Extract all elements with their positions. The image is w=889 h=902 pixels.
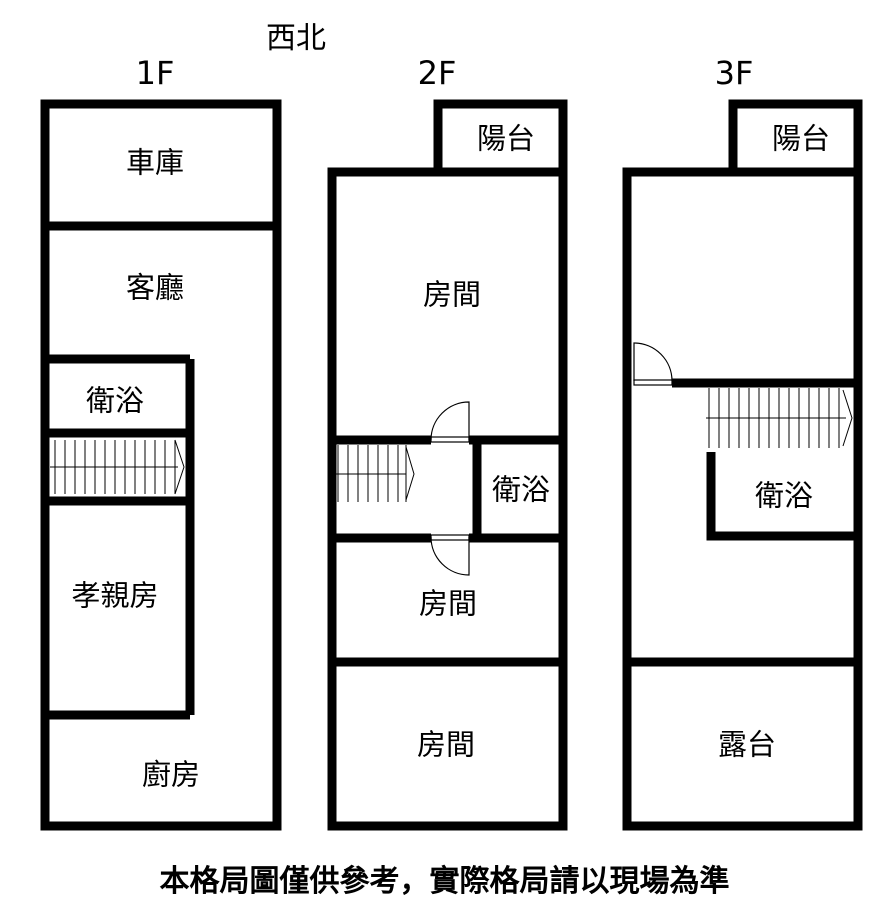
- floor2-outline: [327, 167, 568, 831]
- floor3-stairs: [706, 388, 853, 448]
- floor2-stairs: [336, 445, 415, 502]
- room-label-room: 房間: [416, 727, 476, 762]
- room-label-room: 房間: [422, 277, 482, 312]
- floor3-title: 3F: [714, 54, 754, 92]
- room-label-balcony: 陽台: [476, 121, 536, 156]
- floor3-door: [633, 342, 673, 386]
- floor2-door-middle: [430, 534, 470, 576]
- room-label-terrace: 露台: [717, 727, 777, 762]
- room-label-garage: 車庫: [125, 145, 185, 180]
- room-label-room: 房間: [418, 586, 478, 621]
- floor1-title: 1F: [135, 54, 175, 92]
- room-label-elder: 孝親房: [71, 578, 159, 613]
- direction-label: 西北: [266, 21, 326, 56]
- floor2-door-top: [430, 401, 470, 443]
- room-label-balcony: 陽台: [771, 121, 831, 156]
- floor2-title: 2F: [417, 54, 457, 92]
- floor3-outline: [622, 167, 863, 831]
- floor1-stairs: [50, 439, 185, 495]
- floor3-wall: [706, 452, 858, 541]
- floor1-outline: [40, 99, 282, 831]
- room-label-bath: 衛浴: [754, 478, 814, 513]
- disclaimer-text: 本格局圖僅供參考，實際格局請以現場為準: [159, 864, 730, 899]
- room-label-living: 客廳: [125, 270, 185, 305]
- room-label-kitchen: 廚房: [141, 757, 201, 792]
- room-label-bath: 衛浴: [491, 472, 551, 507]
- room-label-bath: 衛浴: [85, 383, 145, 418]
